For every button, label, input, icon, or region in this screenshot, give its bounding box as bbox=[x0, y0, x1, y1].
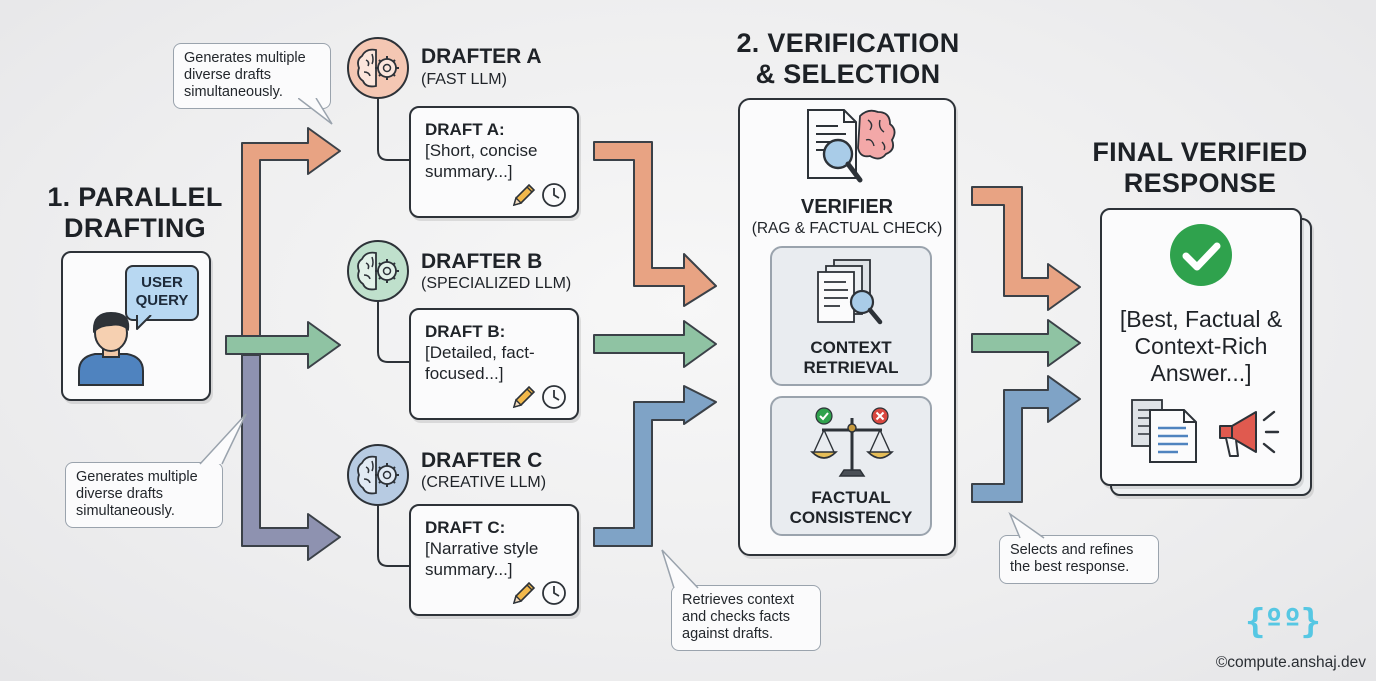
arrow-draft-a-to-verifier bbox=[593, 141, 717, 307]
context-retrieval-box: CONTEXT RETRIEVAL bbox=[770, 246, 932, 386]
user-query-card: USER QUERY bbox=[61, 251, 211, 401]
callout-tail-selects bbox=[1008, 512, 1045, 539]
check-circle-icon bbox=[1170, 224, 1232, 286]
pencil-icon bbox=[512, 581, 536, 605]
arrow-query-to-drafter-b bbox=[225, 321, 341, 369]
arrow-query-to-drafter-c bbox=[241, 354, 341, 561]
callout-tail-bottom bbox=[199, 413, 247, 465]
drafter-a-subtitle: (FAST LLM) bbox=[421, 71, 507, 88]
drafter-c-title: DRAFTER C bbox=[421, 449, 543, 472]
pencil-icon bbox=[512, 183, 536, 207]
megaphone-icon bbox=[1219, 410, 1280, 457]
arrow-verifier-to-final-bottom bbox=[971, 375, 1081, 503]
brand-logo: {ºº} bbox=[1245, 602, 1321, 642]
heading-parallel-drafting: 1. PARALLEL DRAFTING bbox=[47, 182, 223, 243]
arrow-draft-c-to-verifier bbox=[593, 385, 717, 547]
arrow-draft-b-to-verifier bbox=[593, 320, 717, 368]
callout-tail-top bbox=[298, 98, 333, 125]
connector-drafter-c bbox=[377, 500, 410, 567]
balance-scale-icon bbox=[810, 407, 894, 477]
heading-final-response: FINAL VERIFIED RESPONSE bbox=[1092, 137, 1308, 198]
draft-a-text: [Short, concise summary...] bbox=[425, 141, 538, 181]
documents-icon bbox=[1131, 399, 1197, 463]
brain-chip-icon bbox=[347, 444, 409, 506]
drafter-b-title: DRAFTER B bbox=[421, 250, 543, 273]
document-magnifier-brain-icon bbox=[807, 109, 896, 183]
factual-consistency-label: FACTUAL CONSISTENCY bbox=[789, 488, 913, 527]
arrow-verifier-to-final-mid bbox=[971, 319, 1081, 367]
connector-drafter-b bbox=[377, 296, 410, 363]
arrow-query-to-drafter-a bbox=[241, 127, 341, 337]
draft-b-title: DRAFT B: bbox=[425, 322, 506, 341]
verifier-subtitle: (RAG & FACTUAL CHECK) bbox=[751, 220, 943, 237]
draft-b-card: DRAFT B: [Detailed, fact-focused...] bbox=[409, 308, 579, 420]
draft-a-card: DRAFT A: [Short, concise summary...] bbox=[409, 106, 579, 218]
callout-selects: Selects and refines the best response. bbox=[999, 535, 1159, 584]
context-retrieval-label: CONTEXT RETRIEVAL bbox=[803, 338, 899, 377]
drafter-b-subtitle: (SPECIALIZED LLM) bbox=[421, 275, 572, 292]
clock-icon bbox=[542, 385, 566, 409]
user-icon bbox=[78, 311, 144, 386]
verifier-title: VERIFIER bbox=[800, 196, 894, 218]
connector-drafter-a bbox=[377, 96, 410, 161]
brain-chip-icon bbox=[347, 37, 409, 99]
callout-generates-bottom: Generates multiple diverse drafts simult… bbox=[65, 462, 223, 528]
drafter-a-title: DRAFTER A bbox=[421, 45, 542, 68]
brain-chip-icon bbox=[347, 240, 409, 302]
final-response-card: [Best, Factual & Context-Rich Answer...] bbox=[1100, 208, 1302, 486]
copyright-credit: ©compute.anshaj.dev bbox=[1215, 654, 1366, 671]
clock-icon bbox=[542, 183, 566, 207]
draft-c-card: DRAFT C: [Narrative style summary...] bbox=[409, 504, 579, 616]
draft-a-title: DRAFT A: bbox=[425, 120, 505, 139]
callout-retrieves: Retrieves context and checks facts again… bbox=[671, 585, 821, 651]
arrow-verifier-to-final-top bbox=[971, 186, 1081, 311]
callout-tail-retrieves bbox=[661, 549, 699, 589]
draft-c-title: DRAFT C: bbox=[425, 518, 506, 537]
clock-icon bbox=[542, 581, 566, 605]
pencil-icon bbox=[512, 385, 536, 409]
speech-tail bbox=[136, 315, 152, 330]
documents-search-icon bbox=[817, 259, 883, 325]
verifier-panel: VERIFIER (RAG & FACTUAL CHECK) CONTEXT R… bbox=[738, 98, 956, 556]
heading-verification-selection: 2. VERIFICATION & SELECTION bbox=[736, 28, 960, 89]
factual-consistency-box: FACTUAL CONSISTENCY bbox=[770, 396, 932, 536]
draft-c-text: [Narrative style summary...] bbox=[425, 539, 539, 579]
draft-b-text: [Detailed, fact-focused...] bbox=[425, 343, 535, 383]
final-answer-text: [Best, Factual & Context-Rich Answer...] bbox=[1119, 306, 1283, 386]
user-query-speech-bubble: USER QUERY bbox=[125, 265, 199, 330]
drafter-c-subtitle: (CREATIVE LLM) bbox=[421, 474, 547, 491]
user-query-label: USER QUERY bbox=[135, 274, 189, 309]
